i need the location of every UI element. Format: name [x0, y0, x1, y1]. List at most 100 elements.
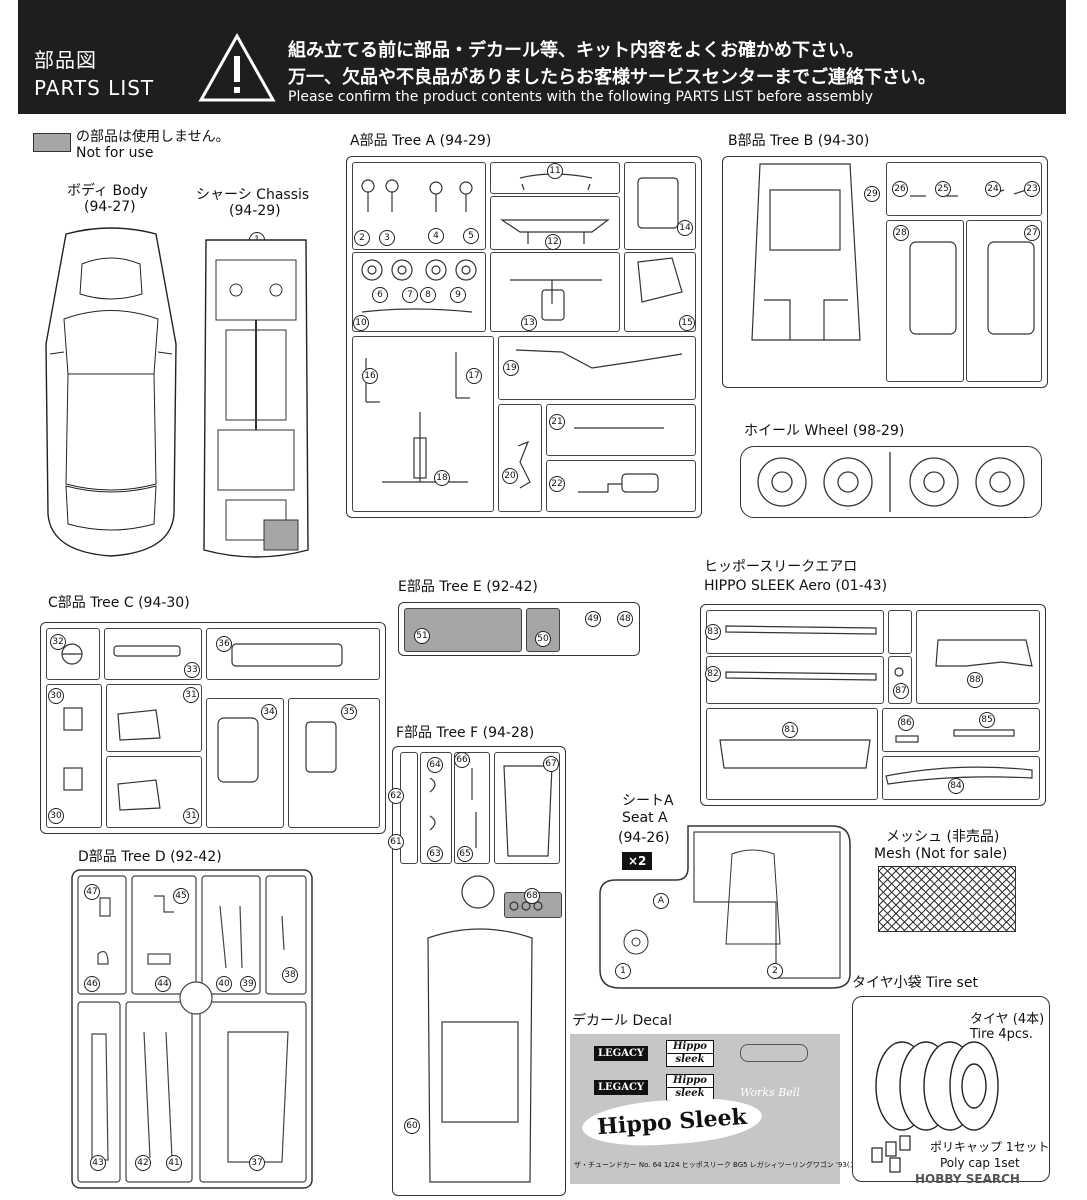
decal-works-bell: Works Bell: [740, 1086, 800, 1099]
part-number-32: 32: [50, 634, 66, 650]
part-number-19: 19: [503, 360, 519, 376]
tree-c-parts-drawing: [61, 643, 343, 811]
body-label: ボディ Body: [67, 183, 148, 199]
tree-e-label: E部品 Tree E (92-42): [398, 579, 538, 595]
poly-cap-label-ja: ポリキャップ 1セット: [930, 1140, 1050, 1154]
part-number-25: 25: [935, 181, 951, 197]
mesh-sheet: [878, 866, 1016, 932]
tree-a-cell-20: [498, 404, 542, 512]
part-number-31a: 31: [183, 687, 199, 703]
watermark-logo: HOBBY SEARCH: [915, 1172, 1020, 1186]
part-number-9: 9: [450, 287, 466, 303]
part-number-66: 66: [454, 752, 470, 768]
part-number-35: 35: [341, 704, 357, 720]
wheel-parts-drawing: [757, 452, 1025, 512]
part-number-34: 34: [261, 704, 277, 720]
part-number-4: 4: [428, 228, 444, 244]
seat-part-number-2: 2: [767, 963, 783, 979]
part-number-31b: 31: [183, 808, 199, 824]
tree-b-label: B部品 Tree B (94-30): [728, 133, 870, 149]
part-number-86: 86: [898, 715, 914, 731]
tree-c-cell-35: [288, 698, 380, 828]
chassis-drawing: [203, 239, 309, 558]
part-number-11: 11: [547, 163, 563, 179]
tree-a-cell-16-18: [352, 336, 494, 512]
part-number-51: 51: [414, 628, 430, 644]
tree-a-label: A部品 Tree A (94-29): [350, 133, 492, 149]
tree-a-cell-2-5: [352, 162, 486, 250]
warning-text-ja-1: 組み立てる前に部品・デカール等、キット内容をよくお確かめ下さい。: [288, 40, 864, 61]
part-number-2: 2: [354, 230, 370, 246]
aero-cell-82: [706, 656, 884, 704]
tree-d-frame: [71, 869, 313, 1189]
warning-icon: [198, 32, 276, 102]
wheel-label: ホイール Wheel (98-29): [744, 423, 905, 439]
tree-b-cell-23-26: [886, 162, 1042, 216]
warning-text-ja-2: 万一、欠品や不良品がありましたらお客様サービスセンターまでご連絡下さい。: [288, 67, 936, 88]
part-number-44: 44: [155, 976, 171, 992]
part-number-68: 68: [524, 888, 540, 904]
part-number-8: 8: [420, 287, 436, 303]
mesh-label-ja: メッシュ (非売品): [886, 829, 1000, 845]
part-number-87: 87: [893, 683, 909, 699]
decal-legacy-2: LEGACY: [594, 1080, 649, 1095]
part-number-38: 38: [282, 967, 298, 983]
part-number-61: 61: [388, 834, 404, 850]
part-number-45: 45: [173, 888, 189, 904]
part-number-29: 29: [864, 186, 880, 202]
decal-legacy-1: LEGACY: [594, 1046, 649, 1061]
tree-a-cell-21: [546, 404, 696, 456]
part-number-43: 43: [90, 1155, 106, 1171]
seat-tree-frame: [599, 825, 851, 989]
part-number-30a: 30: [48, 688, 64, 704]
part-number-84: 84: [948, 778, 964, 794]
aero-label-en: HIPPO SLEEK Aero (01-43): [704, 578, 888, 594]
tree-c-cell-30: [46, 684, 102, 828]
part-number-3: 3: [379, 230, 395, 246]
tree-c-cell-36: [206, 628, 380, 680]
decal-label: デカール Decal: [572, 1013, 673, 1029]
part-number-18: 18: [434, 470, 450, 486]
tree-b-cell-28: [886, 220, 964, 382]
part-number-5: 5: [463, 228, 479, 244]
tire-set-label: タイヤ小袋 Tire set: [852, 975, 978, 991]
part-number-13: 13: [521, 315, 537, 331]
part-number-12: 12: [545, 234, 561, 250]
part-number-24: 24: [985, 181, 1001, 197]
tire-label-en: Tire 4pcs.: [970, 1027, 1033, 1042]
part-number-60: 60: [404, 1118, 420, 1134]
part-number-83: 83: [705, 624, 721, 640]
part-number-6: 6: [372, 287, 388, 303]
tree-d-label: D部品 Tree D (92-42): [78, 849, 222, 865]
part-number-50: 50: [535, 631, 551, 647]
part-number-64: 64: [427, 757, 443, 773]
part-number-30b: 30: [48, 808, 64, 824]
tree-f-label: F部品 Tree F (94-28): [396, 725, 535, 741]
part-number-62: 62: [388, 788, 404, 804]
header-title-en: PARTS LIST: [34, 76, 155, 100]
tree-b-parts-drawing: [751, 163, 1035, 341]
seat-label-ja: シートA: [622, 793, 674, 809]
decal-gauge-panel: [740, 1044, 808, 1062]
wheel-frame: [740, 446, 1042, 518]
part-number-65: 65: [457, 846, 473, 862]
tree-e-cell-50: [526, 608, 560, 652]
tire-drawing: [875, 1041, 999, 1131]
poly-cap-label-en: Poly cap 1set: [940, 1156, 1020, 1170]
seat-qty-badge: ×2: [622, 852, 653, 870]
poly-cap-drawing: [871, 1135, 911, 1173]
part-number-37: 37: [249, 1155, 265, 1171]
tree-f-cell-61-62: [400, 752, 418, 864]
part-number-46: 46: [84, 976, 100, 992]
tire-label-ja: タイヤ (4本): [970, 1012, 1045, 1027]
seat-label-en: Seat A: [622, 810, 668, 826]
tree-f-parts-drawing: [427, 765, 553, 1183]
part-number-82: 82: [705, 666, 721, 682]
body-code: (94-27): [84, 199, 136, 215]
tree-a-parts-drawing: [361, 173, 683, 493]
part-number-28: 28: [893, 225, 909, 241]
part-number-41: 41: [166, 1155, 182, 1171]
decal-sleek-1: sleek: [666, 1053, 714, 1067]
part-number-67: 67: [543, 756, 559, 772]
part-number-42: 42: [135, 1155, 151, 1171]
